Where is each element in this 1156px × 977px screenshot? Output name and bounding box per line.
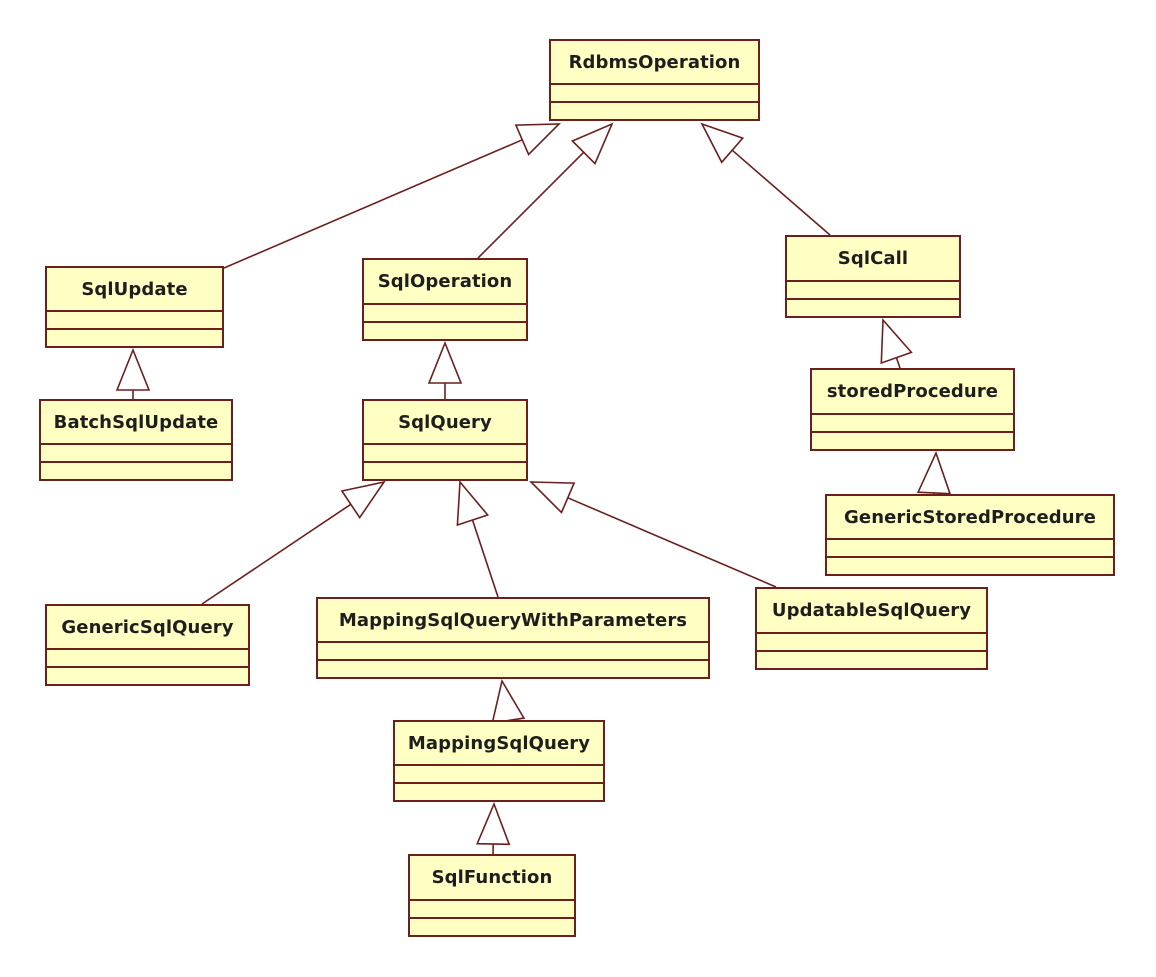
class-name: SqlUpdate	[81, 278, 188, 300]
generalization-arrowhead-icon	[514, 123, 561, 156]
class-mapping-sql-query: MappingSqlQuery	[393, 720, 605, 802]
class-sql-call: SqlCall	[785, 235, 961, 318]
attributes-compartment	[410, 899, 574, 917]
generalization-arrowhead-icon	[570, 122, 614, 166]
class-sql-update: SqlUpdate	[45, 266, 224, 348]
attributes-compartment	[47, 310, 222, 328]
class-name: GenericStoredProcedure	[844, 506, 1096, 528]
generalization-mapping-sql-query-to-mapping-sql-query-with-parameters	[491, 678, 526, 724]
generalization-arrowhead-icon	[529, 481, 576, 514]
generalization-line	[223, 139, 523, 269]
operations-compartment	[827, 556, 1113, 574]
operations-compartment	[41, 461, 231, 479]
operations-compartment	[551, 101, 758, 119]
class-sql-operation: SqlOperation	[362, 258, 528, 341]
operations-compartment	[364, 461, 526, 479]
generalization-updatable-sql-query-to-sql-query	[529, 481, 777, 588]
generalization-batch-sql-update-to-sql-update	[115, 347, 151, 399]
attributes-compartment	[395, 764, 603, 782]
class-name: MappingSqlQueryWithParameters	[338, 609, 688, 631]
attributes-compartment	[827, 538, 1113, 556]
attributes-compartment	[47, 648, 248, 666]
generalization-arrowhead-icon	[115, 347, 151, 391]
generalization-line	[567, 497, 777, 588]
class-name: storedProcedure	[826, 381, 999, 402]
generalization-arrowhead-icon	[427, 340, 463, 384]
operations-compartment	[757, 650, 986, 668]
generalization-generic-stored-procedure-to-stored-procedure	[916, 450, 952, 495]
generalization-line	[895, 357, 901, 369]
class-sql-function: SqlFunction	[408, 854, 576, 937]
class-name: SqlQuery	[398, 411, 492, 433]
attributes-compartment	[41, 443, 231, 461]
generalization-arrowhead-icon	[880, 317, 913, 365]
class-name: SqlOperation	[377, 271, 513, 292]
generalization-sql-update-to-rdbms-operation	[223, 123, 561, 269]
class-name: GenericSqlQuery	[61, 616, 234, 638]
class-name: SqlCall	[837, 248, 909, 269]
operations-compartment	[318, 659, 708, 677]
generalization-arrowhead-icon	[340, 480, 386, 520]
class-mapping-sql-query-with-parameters: MappingSqlQueryWithParameters	[316, 597, 710, 679]
generalization-sql-call-to-rdbms-operation	[700, 122, 831, 236]
generalization-arrowhead-icon	[476, 801, 511, 846]
class-generic-sql-query: GenericSqlQuery	[45, 604, 250, 686]
operations-compartment	[364, 321, 526, 339]
class-name: SqlFunction	[431, 867, 553, 888]
attributes-compartment	[364, 303, 526, 321]
generalization-arrowhead-icon	[491, 678, 526, 724]
operations-compartment	[410, 917, 574, 935]
operations-compartment	[47, 666, 248, 684]
operations-compartment	[47, 328, 222, 346]
class-generic-stored-procedure: GenericStoredProcedure	[825, 494, 1115, 576]
generalization-line	[477, 151, 585, 259]
attributes-compartment	[318, 641, 708, 659]
attributes-compartment	[757, 632, 986, 650]
generalization-stored-procedure-to-sql-call	[880, 317, 913, 369]
class-rdbms-operation: RdbmsOperation	[549, 39, 760, 121]
generalization-line	[201, 503, 352, 605]
class-name: BatchSqlUpdate	[53, 411, 219, 433]
generalization-mapping-sql-query-with-parameters-to-sql-query	[456, 479, 499, 598]
class-updatable-sql-query: UpdatableSqlQuery	[755, 587, 988, 670]
generalization-line	[731, 149, 831, 236]
class-batch-sql-update: BatchSqlUpdate	[39, 399, 233, 481]
class-sql-query: SqlQuery	[362, 399, 528, 481]
attributes-compartment	[812, 413, 1013, 431]
attributes-compartment	[364, 443, 526, 461]
generalization-sql-function-to-mapping-sql-query	[476, 801, 511, 855]
generalization-sql-query-to-sql-operation	[427, 340, 463, 399]
generalization-arrowhead-icon	[916, 450, 952, 495]
generalization-generic-sql-query-to-sql-query	[201, 480, 386, 605]
generalization-arrowhead-icon	[700, 122, 745, 164]
class-stored-procedure: storedProcedure	[810, 368, 1015, 451]
operations-compartment	[395, 782, 603, 800]
generalization-sql-operation-to-rdbms-operation	[477, 122, 614, 259]
generalization-line	[471, 519, 499, 598]
operations-compartment	[812, 431, 1013, 449]
operations-compartment	[787, 298, 959, 316]
attributes-compartment	[551, 83, 758, 101]
attributes-compartment	[787, 280, 959, 298]
generalization-arrowhead-icon	[456, 479, 490, 527]
class-name: UpdatableSqlQuery	[771, 600, 972, 621]
class-name: RdbmsOperation	[568, 51, 741, 73]
class-name: MappingSqlQuery	[407, 732, 591, 754]
